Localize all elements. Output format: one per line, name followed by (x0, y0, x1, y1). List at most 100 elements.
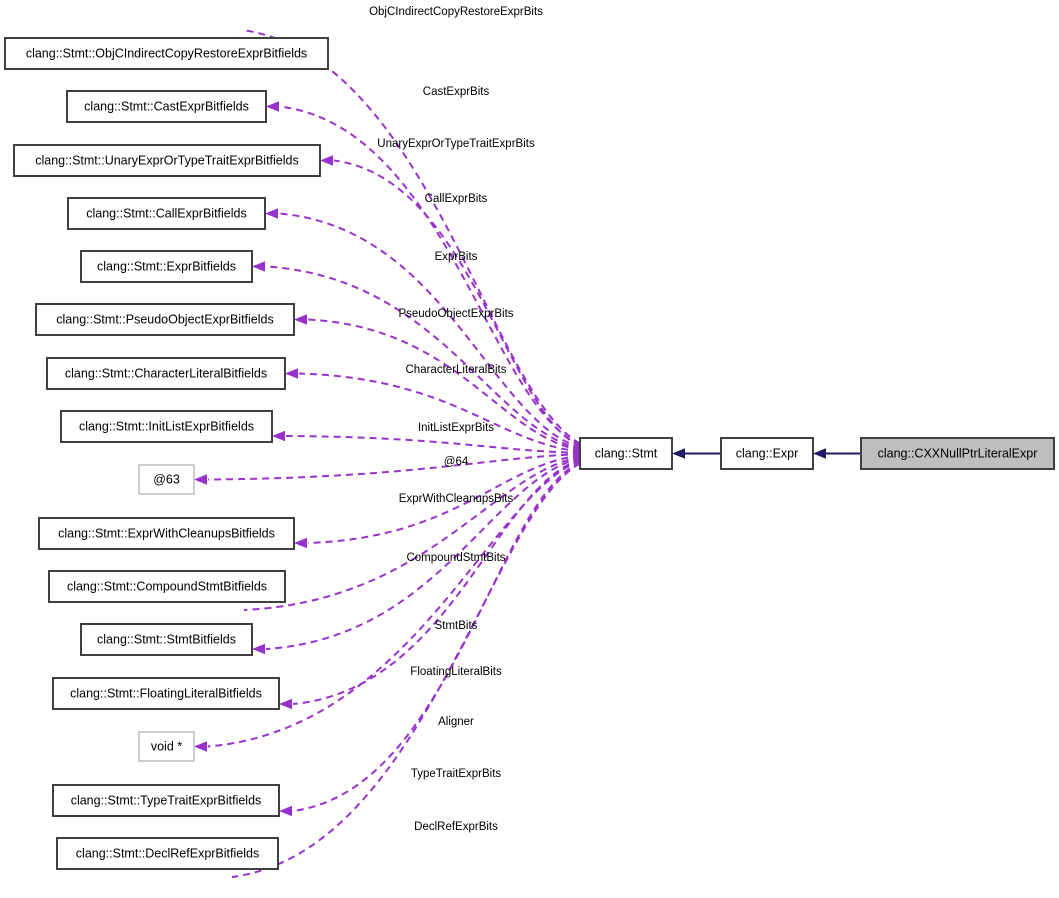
node-voidptr[interactable]: void * (138, 731, 195, 762)
inheritance-arrowhead-expr (813, 448, 826, 459)
node-label-stmtbf: clang::Stmt::StmtBitfields (97, 632, 236, 646)
edge-label-stmtbf: StmtBits (435, 620, 478, 632)
edge-label-charlit: CharacterLiteralBits (406, 364, 507, 376)
node-objcindirect[interactable]: clang::Stmt::ObjCIndirectCopyRestoreExpr… (4, 37, 329, 70)
node-label-expr: clang::Expr (736, 446, 799, 460)
edge-label-unary: UnaryExprOrTypeTraitExprBits (377, 138, 535, 150)
node-cast[interactable]: clang::Stmt::CastExprBitfields (66, 90, 267, 123)
node-box-declref (56, 837, 279, 870)
node-label-voidptr: void * (151, 739, 182, 753)
usage-edge-cast (279, 105, 581, 446)
node-box-expr_bf (80, 250, 253, 283)
usage-edge-at63 (207, 453, 581, 481)
node-call[interactable]: clang::Stmt::CallExprBitfields (67, 197, 266, 230)
usage-edge-voidptr (207, 459, 581, 748)
node-pseudo[interactable]: clang::Stmt::PseudoObjectExprBitfields (35, 303, 295, 336)
node-label-charlit: clang::Stmt::CharacterLiteralBitfields (65, 366, 267, 380)
node-box-compound (48, 570, 286, 603)
edge-label-group: ObjCIndirectCopyRestoreExprBitsCastExprB… (369, 6, 543, 833)
node-initlist[interactable]: clang::Stmt::InitListExprBitfields (60, 410, 273, 443)
node-compound[interactable]: clang::Stmt::CompoundStmtBitfields (48, 570, 286, 603)
node-label-unary: clang::Stmt::UnaryExprOrTypeTraitExprBit… (35, 153, 299, 167)
node-box-cast (66, 90, 267, 123)
usage-edge-call (278, 212, 581, 449)
edge-label-objcindirect: ObjCIndirectCopyRestoreExprBits (369, 6, 543, 18)
usage-edge-typetrait (292, 461, 581, 812)
usage-arrowhead-call (265, 208, 278, 219)
node-label-objcindirect: clang::Stmt::ObjCIndirectCopyRestoreExpr… (26, 46, 307, 60)
node-box-stmtbf (80, 623, 253, 656)
node-typetrait[interactable]: clang::Stmt::TypeTraitExprBitfields (52, 784, 280, 817)
edge-label-pseudo: PseudoObjectExprBits (398, 308, 513, 320)
node-exprcleanups[interactable]: clang::Stmt::ExprWithCleanupsBitfields (38, 517, 295, 550)
node-box-at63 (138, 464, 195, 495)
node-box-objcindirect (4, 37, 329, 70)
node-label-cxxnullptr: clang::CXXNullPtrLiteralExpr (878, 446, 1038, 460)
node-charlit[interactable]: clang::Stmt::CharacterLiteralBitfields (46, 357, 286, 390)
node-label-exprcleanups: clang::Stmt::ExprWithCleanupsBitfields (58, 526, 275, 540)
usage-edge-floatlit (292, 458, 581, 705)
edge-label-exprcleanups: ExprWithCleanupsBits (399, 493, 514, 505)
node-expr[interactable]: clang::Expr (720, 437, 814, 470)
node-label-pseudo: clang::Stmt::PseudoObjectExprBitfields (56, 312, 273, 326)
usage-edge-stmtbf (265, 457, 581, 650)
node-label-cast: clang::Stmt::CastExprBitfields (84, 99, 249, 113)
usage-arrowhead-cast (266, 101, 279, 112)
edge-label-initlist: InitListExprBits (418, 422, 494, 434)
node-stmtbf[interactable]: clang::Stmt::StmtBitfields (80, 623, 253, 656)
edge-label-floatlit: FloatingLiteralBits (410, 666, 502, 678)
usage-arrowhead-floatlit (279, 698, 292, 710)
usage-arrowhead-at63 (194, 474, 207, 485)
node-box-initlist (60, 410, 273, 443)
node-label-typetrait: clang::Stmt::TypeTraitExprBitfields (71, 793, 262, 807)
edge-label-typetrait: TypeTraitExprBits (411, 768, 502, 780)
node-at63[interactable]: @63 (138, 464, 195, 495)
node-box-floatlit (52, 677, 280, 710)
node-box-charlit (46, 357, 286, 390)
node-box-typetrait (52, 784, 280, 817)
usage-edge-charlit (298, 372, 581, 453)
node-box-call (67, 197, 266, 230)
node-label-expr_bf: clang::Stmt::ExprBitfields (97, 259, 236, 273)
node-unary[interactable]: clang::Stmt::UnaryExprOrTypeTraitExprBit… (13, 144, 321, 177)
node-box-expr (720, 437, 814, 470)
edge-label-at63: @64 (444, 456, 469, 468)
node-box-cxxnullptr (860, 437, 1055, 470)
inheritance-edge-group (672, 448, 861, 459)
edge-label-voidptr: Aligner (438, 716, 474, 728)
node-expr_bf[interactable]: clang::Stmt::ExprBitfields (80, 250, 253, 283)
usage-edge-declref (231, 462, 581, 878)
node-box-exprcleanups (38, 517, 295, 550)
node-label-stmt: clang::Stmt (595, 446, 658, 460)
node-box-pseudo (35, 303, 295, 336)
inheritance-arrowhead-stmt (672, 448, 685, 459)
node-floatlit[interactable]: clang::Stmt::FloatingLiteralBitfields (52, 677, 280, 710)
node-label-at63: @63 (153, 472, 180, 486)
usage-arrowhead-pseudo (294, 314, 307, 325)
usage-arrowhead-exprcleanups (294, 537, 307, 549)
usage-arrowhead-initlist (272, 430, 285, 442)
usage-edge-expr_bf (265, 265, 581, 450)
node-box-voidptr (138, 731, 195, 762)
node-stmt[interactable]: clang::Stmt (579, 437, 673, 470)
usage-edge-initlist (285, 435, 581, 454)
node-box-stmt (579, 437, 673, 470)
usage-edge-compound (243, 455, 581, 611)
usage-edge-unary (333, 159, 581, 448)
node-cxxnullptr[interactable]: clang::CXXNullPtrLiteralExpr (860, 437, 1055, 470)
usage-edge-group (194, 29, 581, 878)
edge-label-declref: DeclRefExprBits (414, 821, 498, 833)
node-group: clang::Stmt::ObjCIndirectCopyRestoreExpr… (4, 37, 1055, 870)
edge-label-compound: CompoundStmtBits (406, 552, 505, 564)
usage-arrowhead-unary (320, 155, 333, 166)
node-label-floatlit: clang::Stmt::FloatingLiteralBitfields (70, 686, 262, 700)
node-declref[interactable]: clang::Stmt::DeclRefExprBitfields (56, 837, 279, 870)
usage-edge-objcindirect (241, 29, 581, 445)
node-box-unary (13, 144, 321, 177)
edge-label-call: CallExprBits (425, 193, 488, 205)
node-label-call: clang::Stmt::CallExprBitfields (86, 206, 246, 220)
usage-arrowhead-typetrait (279, 805, 292, 817)
usage-arrowhead-charlit (285, 368, 298, 379)
